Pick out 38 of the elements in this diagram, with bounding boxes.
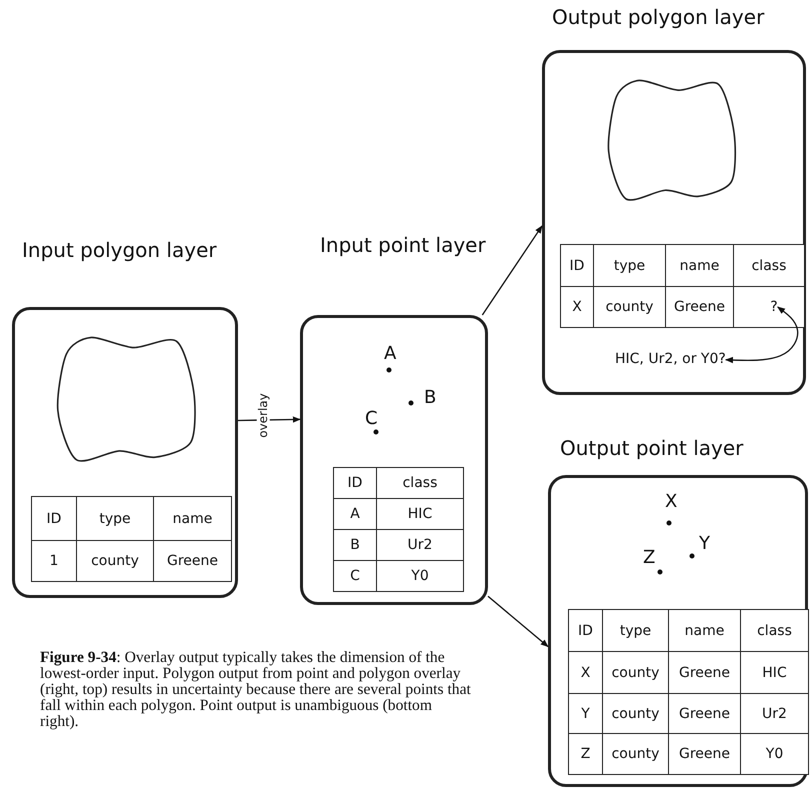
table-cell: 1: [31, 540, 77, 582]
arrow: [725, 306, 798, 364]
point-label: X: [665, 492, 678, 512]
layer-panel: [548, 475, 808, 787]
arrow: [488, 596, 549, 648]
table-cell: ID: [560, 244, 594, 287]
table-cell: Y0: [376, 560, 464, 592]
table-cell: class: [376, 467, 464, 499]
table-cell: Y0: [740, 733, 809, 775]
table-cell: ID: [31, 496, 77, 541]
polygon-outline: [608, 80, 736, 201]
polygon-outline: [56, 336, 196, 462]
table-cell: class: [740, 609, 809, 652]
arrow: [482, 225, 543, 316]
table-cell: C: [333, 560, 377, 592]
layer-panel: [300, 315, 488, 605]
table-cell: X: [560, 286, 594, 328]
layer-heading: Input point layer: [320, 232, 487, 259]
table-cell: Z: [568, 733, 603, 775]
table-cell: ID: [568, 609, 603, 652]
note-text: HIC, Ur2, or Y0?: [615, 351, 726, 367]
layer-panel: [542, 50, 806, 395]
layer-heading: Output polygon layer: [552, 4, 766, 31]
point-label: C: [365, 409, 378, 429]
layer-heading: Input polygon layer: [22, 237, 218, 264]
point-label: Y: [699, 534, 710, 554]
table-cell: name: [153, 496, 232, 541]
figure-caption: Figure 9-34: Overlay output typically takes the dimension of the lowest-order input. Polygon output from point and polygon overlay (right, top) results in uncertainty because there are several points that fall within each polygon. Point output is unambiguous (bottom right).: [40, 650, 472, 730]
layer-heading: Output point layer: [560, 435, 744, 462]
question-mark: ?: [770, 299, 778, 315]
point-label: A: [384, 344, 396, 364]
table-cell: ID: [333, 467, 377, 499]
layer-panel: [12, 307, 238, 598]
point-label: B: [424, 388, 436, 408]
edge-label: overlay: [256, 392, 270, 440]
table-cell: class: [733, 244, 805, 287]
table-cell: Greene: [153, 540, 232, 582]
point-label: Z: [643, 548, 656, 568]
